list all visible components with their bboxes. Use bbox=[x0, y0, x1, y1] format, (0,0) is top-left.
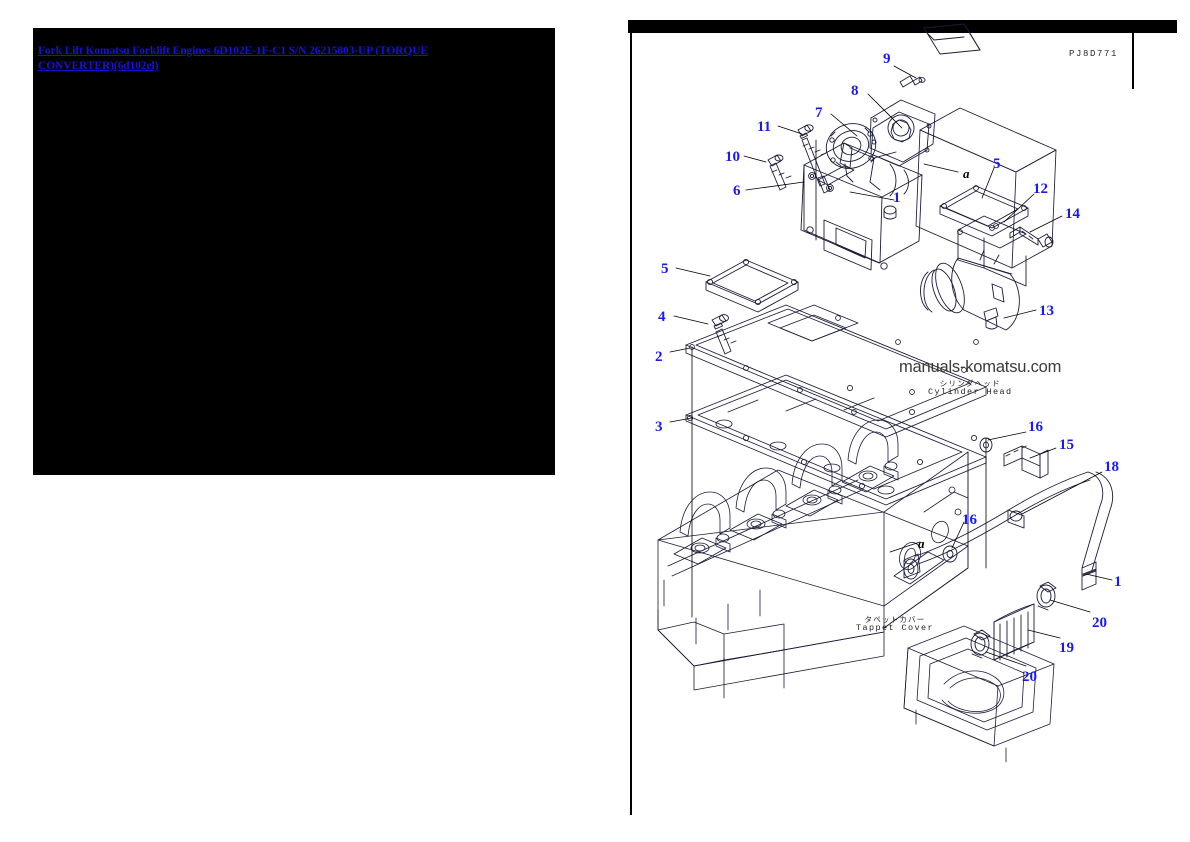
callout-number-12: 12 bbox=[1033, 181, 1048, 197]
callout-number-14: 14 bbox=[1065, 206, 1080, 222]
callout-number-5: 5 bbox=[661, 261, 669, 277]
diagram-left-border bbox=[630, 33, 632, 815]
label-cylinder-head-jp: シリンダヘッド bbox=[939, 379, 1001, 388]
callout-number-20: 20 bbox=[1092, 615, 1107, 631]
callout-number-5: 5 bbox=[993, 156, 1001, 172]
callout-number-11: 11 bbox=[757, 119, 772, 135]
site-watermark: manuals-komatsu.com bbox=[899, 358, 1062, 376]
diagram-code-label: PJ8D771 bbox=[1069, 49, 1119, 59]
callout-number-13: 13 bbox=[1039, 303, 1054, 319]
callout-number-10: 10 bbox=[725, 149, 740, 165]
callout-number-8: 8 bbox=[851, 83, 859, 99]
diagram-thumbnail-placeholder bbox=[33, 28, 555, 475]
technical-line-drawing bbox=[628, 20, 1178, 810]
callout-number-4: 4 bbox=[658, 309, 666, 325]
callout-number-15: 15 bbox=[1059, 437, 1074, 453]
callout-number-16: 16 bbox=[1028, 419, 1043, 435]
callout-number-9: 9 bbox=[883, 51, 891, 67]
callout-number-20: 20 bbox=[1022, 669, 1037, 685]
label-tappet-cover-jp: タペットカバー bbox=[864, 615, 926, 624]
document-title-link[interactable]: Fork Lift Komatsu Forklift Engines 6D102… bbox=[38, 45, 429, 72]
label-tappet-cover: タペットカバー Tappet Cover bbox=[856, 615, 935, 634]
callout-number-18: 18 bbox=[1104, 459, 1119, 475]
label-cylinder-head: シリンダヘッド Cylinder Head bbox=[928, 379, 1013, 398]
diagram-top-border bbox=[628, 20, 1177, 33]
callout-number-1: 1 bbox=[1114, 574, 1122, 590]
callout-number-19: 19 bbox=[1059, 640, 1074, 656]
callout-number-2: 2 bbox=[655, 349, 663, 365]
left-pane: Fork Lift Komatsu Forklift Engines 6D102… bbox=[33, 28, 555, 475]
callout-number-1: 1 bbox=[893, 190, 901, 206]
callout-number-7: 7 bbox=[815, 105, 823, 121]
label-tappet-cover-en: Tappet Cover bbox=[856, 623, 935, 634]
label-cylinder-head-en: Cylinder Head bbox=[928, 387, 1013, 398]
callout-number-6: 6 bbox=[733, 183, 741, 199]
parts-diagram-pane: PJ8D771 bbox=[628, 20, 1178, 815]
section-marker-a: a bbox=[918, 536, 925, 551]
callout-number-16: 16 bbox=[962, 512, 977, 528]
callout-number-3: 3 bbox=[655, 419, 663, 435]
diagram-right-border bbox=[1132, 33, 1134, 89]
section-marker-a: a bbox=[963, 166, 970, 181]
